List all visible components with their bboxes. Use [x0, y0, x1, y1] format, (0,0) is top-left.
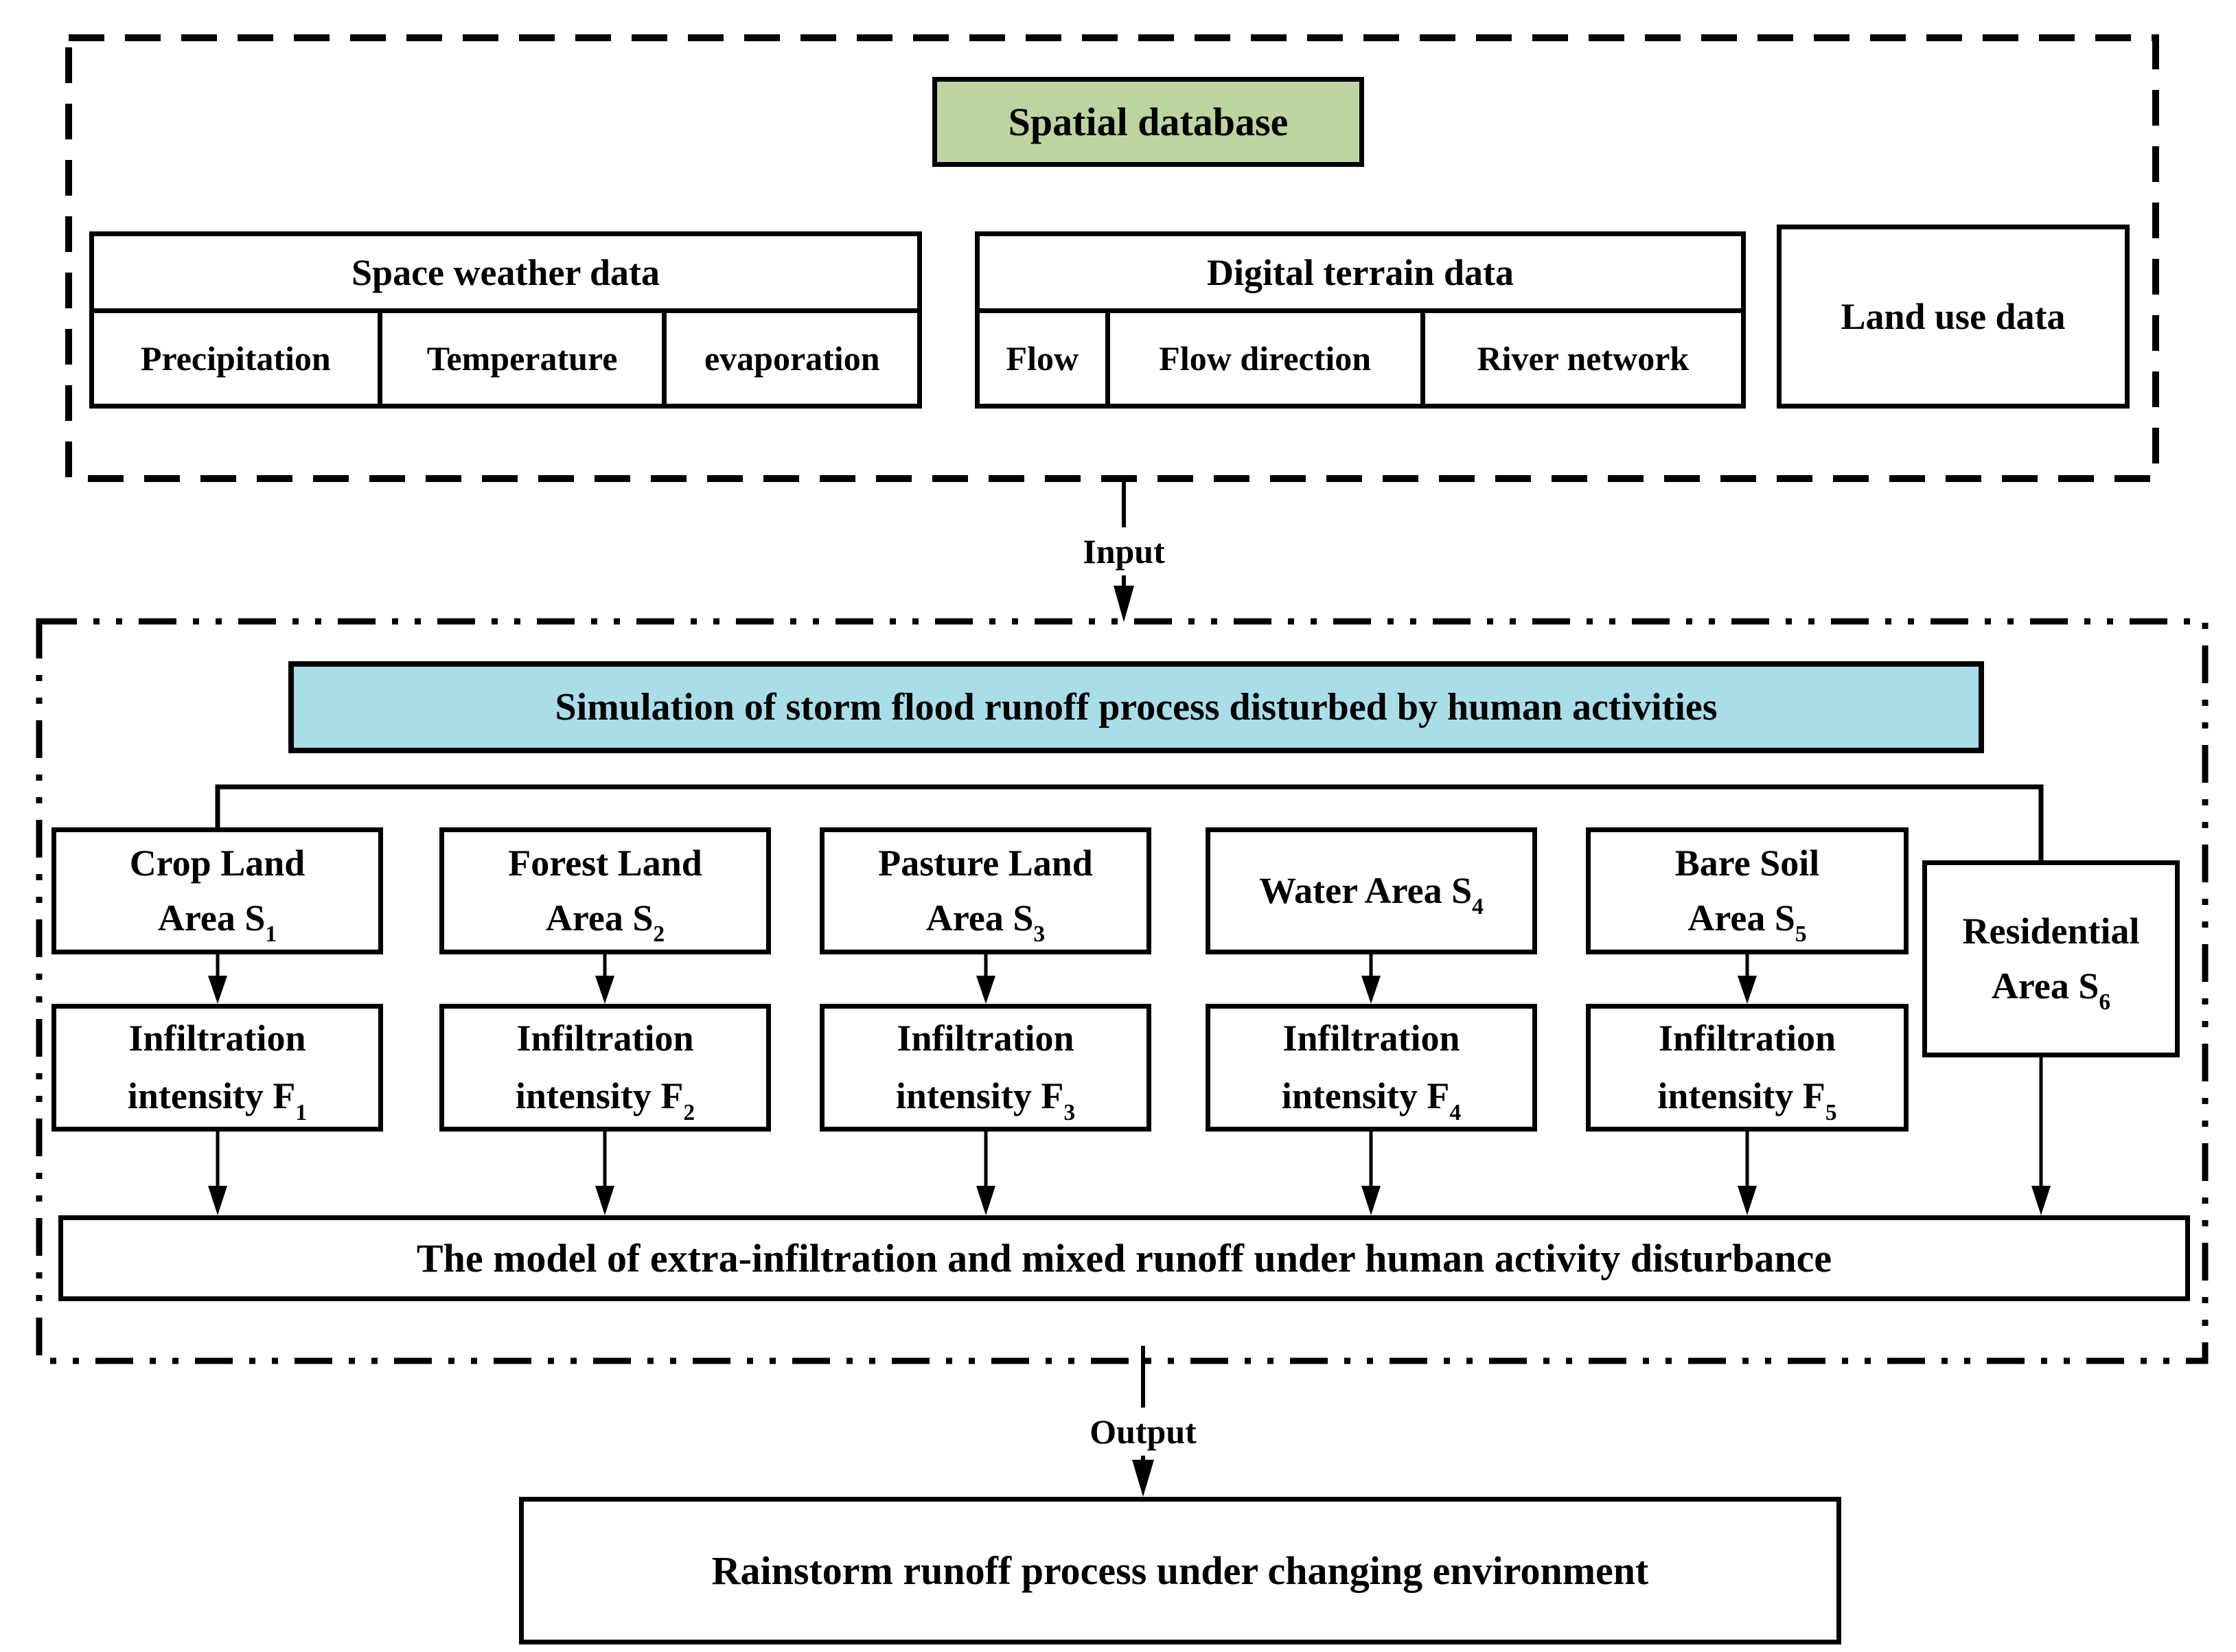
spatial-database-label: Spatial database: [1008, 100, 1289, 144]
land-use-data-box: Land use data: [1777, 225, 2130, 409]
cell-precipitation: Precipitation: [94, 313, 382, 404]
spatial-database-box: Spatial database: [932, 77, 1364, 167]
input-arrowhead-icon: [1114, 586, 1134, 622]
land-box-bare-soil: Bare Soil Area S5: [1586, 827, 1909, 954]
cell-temperature: Temperature: [382, 313, 667, 404]
result-box: Rainstorm runoff process under changing …: [519, 1497, 1841, 1644]
cell-flow-direction: Flow direction: [1110, 313, 1425, 404]
spatial-dashed-frame: [65, 34, 2159, 482]
space-weather-header: Space weather data: [94, 236, 917, 313]
land-box-residential: Residential Area S6: [1922, 860, 2180, 1057]
branch-connector-line: [215, 784, 2044, 860]
cell-river-network: River network: [1477, 339, 1690, 378]
infiltration-box-4: Infiltration intensity F4: [1206, 1004, 1537, 1132]
infiltration-box-5: Infiltration intensity F5: [1586, 1004, 1909, 1132]
space-weather-row: Precipitation Temperature evaporation: [94, 313, 917, 404]
infiltration-box-2: Infiltration intensity F2: [439, 1004, 771, 1132]
digital-terrain-row: Flow Flow direction River network: [980, 313, 1741, 404]
digital-terrain-header: Digital terrain data: [980, 236, 1741, 313]
space-weather-table: Space weather data Precipitation Tempera…: [89, 231, 922, 409]
infiltration-box-3: Infiltration intensity F3: [820, 1004, 1151, 1132]
simulation-title-label: Simulation of storm flood runoff process…: [555, 686, 1718, 729]
land-box-water: Water Area S4: [1206, 827, 1537, 954]
land-box-crop: Crop Land Area S1: [51, 827, 383, 954]
output-arrowhead-icon: [1132, 1460, 1154, 1497]
simulation-dashdot-frame: [36, 618, 2209, 1364]
model-box: The model of extra-infiltration and mixe…: [58, 1215, 2190, 1301]
land-box-pasture: Pasture Land Area S3: [820, 827, 1151, 954]
infiltration-box-1: Infiltration intensity F1: [51, 1004, 383, 1132]
cell-evaporation: evaporation: [704, 339, 880, 378]
output-label: Output: [1050, 1408, 1236, 1456]
land-box-forest: Forest Land Area S2: [439, 827, 771, 954]
cell-flow: Flow: [980, 313, 1110, 404]
model-label: The model of extra-infiltration and mixe…: [416, 1236, 1832, 1281]
simulation-title-box: Simulation of storm flood runoff process…: [288, 661, 1984, 753]
land-use-data-label: Land use data: [1841, 296, 2066, 337]
result-label: Rainstorm runoff process under changing …: [711, 1548, 1649, 1593]
digital-terrain-table: Digital terrain data Flow Flow direction…: [975, 231, 1746, 409]
input-label: Input: [1038, 527, 1210, 575]
